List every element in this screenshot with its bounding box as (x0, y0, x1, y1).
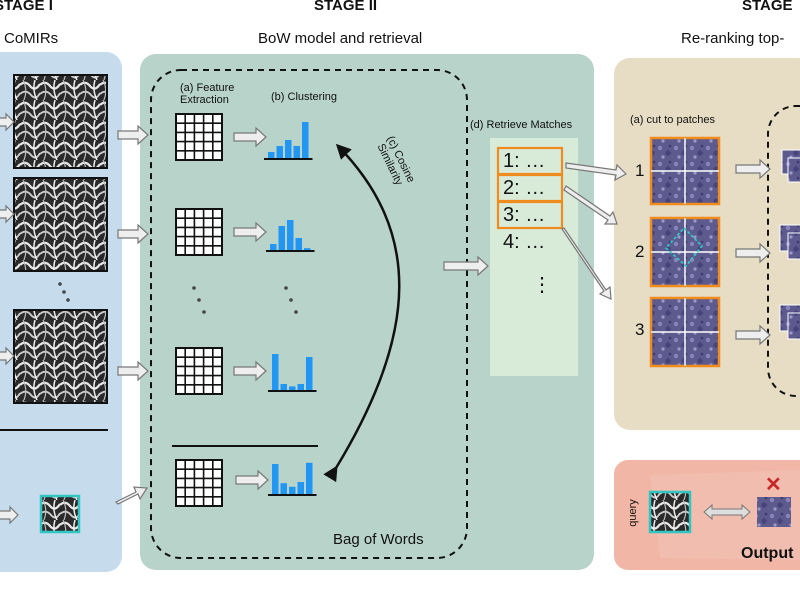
histogram-3-bar-5 (306, 357, 313, 390)
feature-grid-1 (175, 113, 223, 161)
histogram-4-bar-4 (297, 482, 304, 494)
histogram-4-bar-2 (280, 483, 287, 494)
reject-mark-icon: ✕ (765, 474, 782, 496)
stage1-subtitle: CoMIRs (4, 30, 59, 47)
histogram-4 (268, 462, 317, 496)
match-4: 4: … (503, 231, 546, 253)
output-image (757, 497, 791, 527)
clustering-label: (b) Clustering (271, 91, 338, 103)
histogram-2-bar-4 (295, 238, 302, 250)
output-label: Output (741, 545, 794, 562)
histogram-1-bar-2 (276, 146, 283, 158)
match-1: 1: … (503, 150, 546, 172)
matches-to-patches-arrows (561, 162, 627, 300)
retrieve-matches-box (490, 138, 578, 376)
stage1-vertical-dots (58, 282, 70, 302)
matched-region-outline (664, 226, 704, 268)
rank-3: 3 (635, 320, 645, 339)
feature-grid-3 (175, 347, 223, 395)
histogram-3-bar-4 (297, 384, 304, 390)
query-comir-image (39, 494, 81, 534)
feature-grid-4 (175, 459, 223, 507)
query-image (648, 490, 692, 534)
stage3-dashed-container (767, 105, 800, 397)
patch-image-2 (649, 216, 721, 288)
histogram-2-bar-2 (278, 226, 285, 250)
stage2-subtitle: BoW model and retrieval (258, 30, 423, 47)
match-highlight-3 (496, 200, 564, 230)
histogram-1 (264, 122, 313, 160)
stage1-input-arrows (0, 112, 19, 525)
histogram-3 (268, 354, 317, 392)
stage1-title: STAGE I (0, 0, 53, 14)
patch-image-1 (649, 136, 721, 206)
histogram-3-bar-1 (272, 354, 279, 390)
stage1-to-stage2-arrows (114, 124, 149, 505)
histogram-3-bar-2 (280, 384, 287, 390)
histogram-2 (266, 220, 315, 252)
stage2-panel (140, 54, 594, 570)
grid-to-histogram-arrows (233, 126, 269, 491)
stage2-title: STAGE II (314, 0, 378, 14)
histogram-1-bar-5 (302, 122, 309, 158)
rank-1: 1 (635, 161, 645, 180)
patch-image-3 (649, 296, 721, 368)
histogram-1-bar-1 (268, 152, 275, 158)
cut-to-patches-label: (a) cut to patches (630, 114, 715, 126)
comir-image-2 (13, 177, 108, 272)
bow-to-retrieve-arrow (443, 255, 489, 277)
comir-image-3 (13, 309, 108, 404)
stage2-diagonal-dots (192, 286, 298, 314)
rerank-patch-stacks (779, 149, 800, 340)
feature-grid-2 (175, 208, 223, 256)
histogram-1-bar-3 (285, 140, 292, 158)
histogram-2-bar-1 (270, 244, 277, 250)
bag-of-words-label: Bag of Words (333, 531, 424, 548)
histogram-2-bar-3 (287, 220, 294, 250)
stage3-title: STAGE (742, 0, 793, 14)
histogram-3-bar-3 (289, 386, 296, 390)
retrieve-matches-label: (d) Retrieve Matches (470, 119, 573, 131)
histogram-2-bar-5 (304, 248, 311, 250)
query-label: query (626, 499, 639, 527)
match-3: 3: … (503, 204, 546, 226)
query-output-arrow (703, 503, 751, 521)
match-2: 2: … (503, 177, 546, 199)
histogram-4-bar-1 (272, 464, 279, 494)
stage3-subtitle: Re-ranking top- (681, 30, 785, 47)
bag-of-words-container (150, 69, 468, 559)
matches-ellipsis: ⋮ (532, 274, 552, 296)
histogram-1-bar-4 (293, 146, 300, 158)
comir-image-1 (13, 74, 108, 169)
cosine-similarity-arrow (323, 143, 401, 483)
histogram-4-bar-3 (289, 486, 296, 494)
rank-2: 2 (635, 242, 645, 261)
patches-to-rerank-arrows (735, 158, 771, 346)
feature-extraction-label: (a) Feature Extraction (180, 82, 235, 106)
histogram-4-bar-5 (306, 462, 313, 494)
